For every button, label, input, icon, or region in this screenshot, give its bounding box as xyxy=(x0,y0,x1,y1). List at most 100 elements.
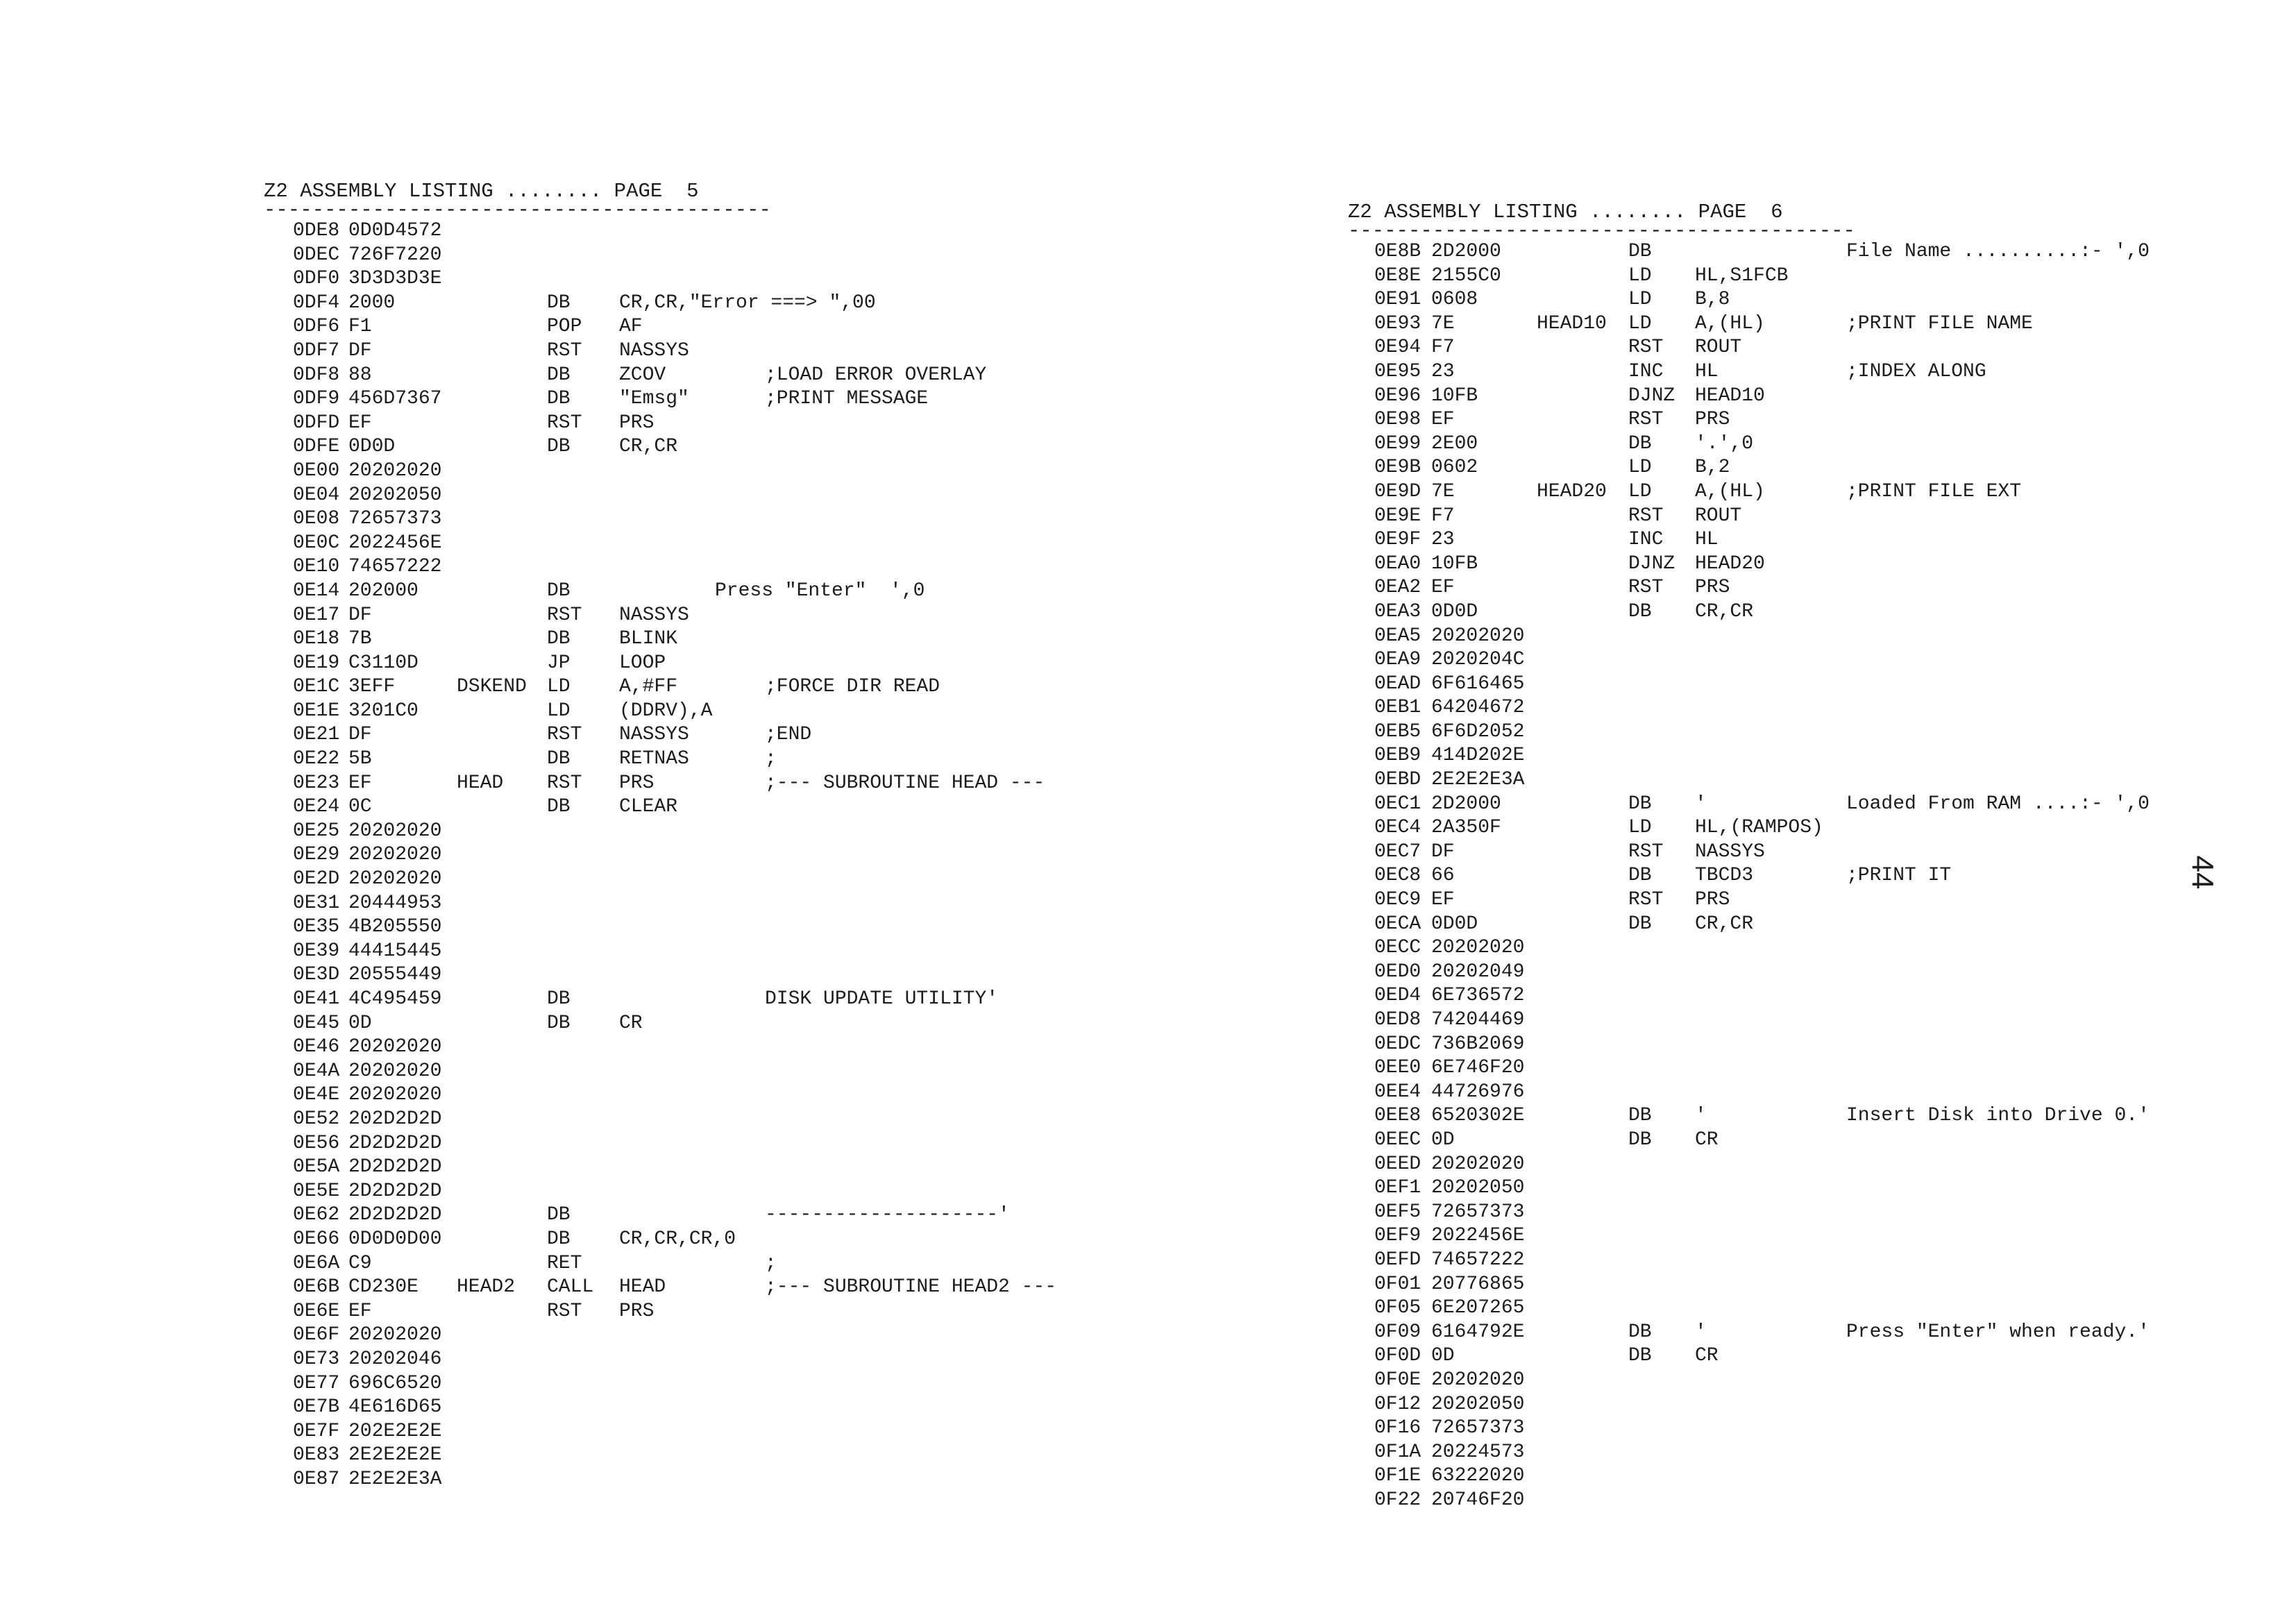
address-cell: 0E5A xyxy=(293,1156,340,1178)
object-code-cell: 6164792E xyxy=(1431,1321,1525,1343)
mnemonic-cell: RST xyxy=(547,604,582,626)
address-cell: 0EE0 xyxy=(1374,1057,1421,1079)
address-cell: 0E52 xyxy=(293,1108,340,1130)
operand-cell: CR,CR xyxy=(619,436,678,458)
address-cell: 0EC7 xyxy=(1374,840,1421,863)
address-cell: 0E25 xyxy=(293,820,340,842)
address-cell: 0F12 xyxy=(1374,1393,1421,1415)
object-code-cell: 202D2D2D xyxy=(348,1108,442,1130)
label-cell: HEAD xyxy=(457,772,504,794)
comment-cell: ;PRINT IT xyxy=(1846,865,1952,887)
mnemonic-cell: DB xyxy=(1628,865,1652,887)
mnemonic-cell: RET xyxy=(547,1252,582,1274)
label-cell: DSKEND xyxy=(457,676,527,698)
comment-cell: ;--- SUBROUTINE HEAD2 --- xyxy=(765,1276,1057,1299)
object-code-cell: EF xyxy=(1431,409,1455,431)
comment-cell: ; xyxy=(765,1252,777,1274)
address-cell: 0F1E xyxy=(1374,1465,1421,1487)
address-cell: 0E9B xyxy=(1374,457,1421,479)
operand-cell: PRS xyxy=(619,1300,655,1322)
object-code-cell: 44726976 xyxy=(1431,1081,1525,1103)
mnemonic-cell: DB xyxy=(547,364,571,386)
address-cell: 0EB5 xyxy=(1374,720,1421,743)
mnemonic-cell: DB xyxy=(547,580,571,602)
comment-cell: Press "Enter" when ready.' xyxy=(1846,1321,2150,1343)
mnemonic-cell: LD xyxy=(547,700,571,722)
address-cell: 0E73 xyxy=(293,1348,340,1370)
object-code-cell: 2E00 xyxy=(1431,432,1478,455)
object-code-cell: 4E616D65 xyxy=(348,1396,442,1419)
address-cell: 0E62 xyxy=(293,1204,340,1226)
address-cell: 0DFD xyxy=(293,412,340,434)
operand-cell: AF xyxy=(619,316,643,338)
listing-row: 0EB5 6F6D2052 xyxy=(1348,720,2167,745)
object-code-cell: 4C495459 xyxy=(348,988,442,1010)
object-code-cell: 736B2069 xyxy=(1431,1033,1525,1055)
label-cell: HEAD20 xyxy=(1537,480,1607,502)
operand-cell: A,(HL) xyxy=(1695,480,1765,502)
listing-page-6: Z2 ASSEMBLY LISTING ........ PAGE 6 ----… xyxy=(1348,200,2167,1512)
address-cell: 0ECA xyxy=(1374,913,1421,935)
object-code-cell: C9 xyxy=(348,1252,372,1274)
object-code-cell: 20202020 xyxy=(348,844,442,866)
object-code-cell: 20224573 xyxy=(1431,1441,1525,1463)
mnemonic-cell: DJNZ xyxy=(1628,552,1675,575)
address-cell: 0F01 xyxy=(1374,1273,1421,1295)
object-code-cell: 6F6D2052 xyxy=(1431,720,1525,743)
address-cell: 0E6F xyxy=(293,1324,340,1346)
address-cell: 0E6E xyxy=(293,1300,340,1322)
mnemonic-cell: RST xyxy=(1628,337,1664,359)
mnemonic-cell: RST xyxy=(1628,889,1664,911)
mnemonic-cell: LD xyxy=(1628,264,1652,287)
object-code-cell: 20202020 xyxy=(348,1324,442,1346)
comment-cell: ; xyxy=(765,748,777,770)
object-code-cell: 20202050 xyxy=(1431,1393,1525,1415)
mnemonic-cell: CALL xyxy=(547,1276,594,1299)
object-code-cell: 74657222 xyxy=(1431,1249,1525,1271)
address-cell: 0E87 xyxy=(293,1468,340,1490)
object-code-cell: 2A350F xyxy=(1431,817,1501,839)
operand-cell: ZCOV xyxy=(619,364,666,386)
object-code-cell: F7 xyxy=(1431,505,1455,527)
object-code-cell: 2D2D2D2D xyxy=(348,1132,442,1154)
listing-row: 0E52 202D2D2D xyxy=(264,1108,1131,1132)
mnemonic-cell: DB xyxy=(1628,913,1652,935)
address-cell: 0E94 xyxy=(1374,337,1421,359)
comment-cell: ;--- SUBROUTINE HEAD --- xyxy=(765,772,1045,794)
object-code-cell: 23 xyxy=(1431,529,1455,551)
object-code-cell: 20202049 xyxy=(1431,961,1525,983)
operand-cell: CR xyxy=(619,1012,643,1034)
address-cell: 0E39 xyxy=(293,940,340,962)
object-code-cell: 6E736572 xyxy=(1431,985,1525,1007)
object-code-cell: 2D2D2D2D xyxy=(348,1204,442,1226)
operand-cell: CR,CR xyxy=(1695,600,1754,623)
object-code-cell: 726F7220 xyxy=(348,244,442,266)
